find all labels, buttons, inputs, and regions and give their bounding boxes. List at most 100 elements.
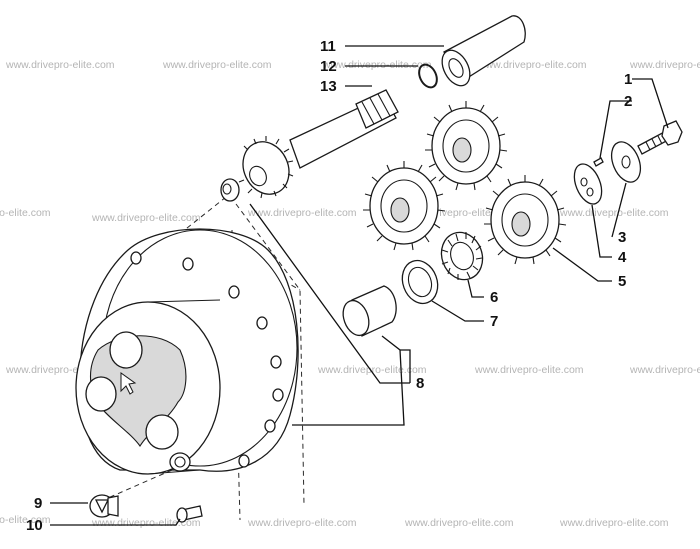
leader-line <box>632 78 669 129</box>
watermark: www.drivepro-elite.com <box>0 514 51 526</box>
leader-line <box>431 300 484 322</box>
bolt-hole <box>182 257 194 271</box>
callout-12: 12 <box>320 58 337 75</box>
pinion-teeth <box>238 136 294 199</box>
bearing-needles <box>441 232 483 280</box>
watermark: www.drivepro-elite.com <box>322 59 432 71</box>
leader-line <box>292 335 405 426</box>
spline-lines <box>361 93 391 125</box>
plug-seat <box>169 452 191 472</box>
hub-housing <box>75 228 299 475</box>
watermark: www.drivepro-elite.com <box>559 517 669 529</box>
watermark: www.drivepro-elite.com <box>247 207 357 219</box>
gear-bore <box>452 137 472 163</box>
callouts: 11 12 13 1 2 3 4 5 6 7 8 9 10 <box>26 38 632 534</box>
bolt-hole <box>238 454 250 468</box>
bolt-hole <box>272 388 284 402</box>
plug-socket <box>94 499 110 514</box>
watermark: www.drivepro-elite.com <box>629 59 700 71</box>
leader-lines <box>50 45 669 526</box>
hub-edge <box>147 469 201 475</box>
part-13-shaft <box>238 89 399 199</box>
part-9-drain-plug <box>89 494 119 518</box>
callout-2: 2 <box>624 93 632 110</box>
plug-seat-bore <box>174 456 186 468</box>
watermark: www.drivepro-elite.com <box>317 364 427 376</box>
sleeve-end <box>441 49 471 87</box>
gear-hub-ring <box>380 179 428 233</box>
callout-11: 11 <box>320 38 336 55</box>
snap-ring <box>418 63 438 89</box>
bushing-bore <box>222 183 232 195</box>
callout-5: 5 <box>618 273 626 290</box>
bolt-hole <box>130 251 142 265</box>
washer-inner <box>407 266 433 298</box>
washer <box>610 141 642 183</box>
part-12-snap-ring <box>418 63 438 89</box>
callout-1: 1 <box>624 71 632 88</box>
watermark: www.drivepro-elite.com <box>91 517 201 529</box>
leader-line <box>611 182 627 238</box>
watermark: www.drivepro-elite.com <box>0 207 51 219</box>
guide-line <box>107 469 173 499</box>
bolt-thread <box>645 135 663 151</box>
bolt-hole <box>264 419 276 433</box>
bolt-hole <box>270 355 282 369</box>
washer-outer <box>401 259 439 305</box>
plug-thread <box>107 495 119 517</box>
planet-gear-upper <box>425 101 508 191</box>
bolt-hole <box>228 285 240 299</box>
leader-line <box>552 247 612 282</box>
gear-teeth <box>484 175 567 265</box>
guide-line <box>161 196 227 249</box>
carrier-hole <box>145 414 179 450</box>
part-10-screw <box>176 505 203 523</box>
lock-plate-hole <box>586 187 594 197</box>
watermark: www.drivepro-elite.com <box>162 59 272 71</box>
planet-gears <box>363 101 567 265</box>
watermark: www.drivepro-elite.com <box>559 207 669 219</box>
leader-line <box>400 349 411 383</box>
carrier-hole <box>85 376 117 412</box>
leader-line <box>50 518 181 526</box>
leader-line <box>467 279 484 298</box>
carrier-hole <box>109 331 143 369</box>
pin-end <box>342 299 370 337</box>
washer-hole <box>621 155 631 169</box>
callout-10: 10 <box>26 517 43 534</box>
bushing <box>220 178 240 202</box>
watermark: www.drivepro-elite.com <box>404 517 514 529</box>
part-8-planet-pin <box>342 285 397 337</box>
lock-plate-hole <box>580 177 588 187</box>
planet-gear-middle <box>363 161 446 251</box>
bearing-bore <box>450 241 474 271</box>
gear-hub-ring <box>442 119 490 173</box>
shaft-bushing <box>220 178 240 202</box>
watermark: www.drivepro-elite.com <box>477 59 587 71</box>
callout-3: 3 <box>618 229 626 246</box>
part-2-dowel-pin <box>593 157 604 167</box>
part-6-needle-bearing <box>440 231 484 281</box>
bolt-holes <box>130 251 284 468</box>
part-4-lock-plate <box>573 163 603 205</box>
leader-line <box>599 100 632 159</box>
part-11-sleeve <box>441 15 526 87</box>
callout-8: 8 <box>416 375 424 392</box>
pinion-gear <box>242 141 290 195</box>
watermark: www.drivepro-elite.com <box>629 364 700 376</box>
watermark: www.drivepro-elite.com <box>91 212 201 224</box>
callout-13: 13 <box>320 78 337 95</box>
shaft-spline <box>355 89 399 129</box>
callout-7: 7 <box>490 313 498 330</box>
watermark: www.drivepro-elite.com <box>474 364 584 376</box>
part-1-bolt <box>637 120 683 155</box>
gear-teeth <box>363 161 446 251</box>
bearing-cage <box>440 231 484 281</box>
lock-plate <box>573 163 603 205</box>
watermark: www.drivepro-elite.com <box>5 59 115 71</box>
part-7-thrust-washer <box>401 259 439 305</box>
planet-gear-right <box>484 175 567 265</box>
callout-9: 9 <box>34 495 42 512</box>
